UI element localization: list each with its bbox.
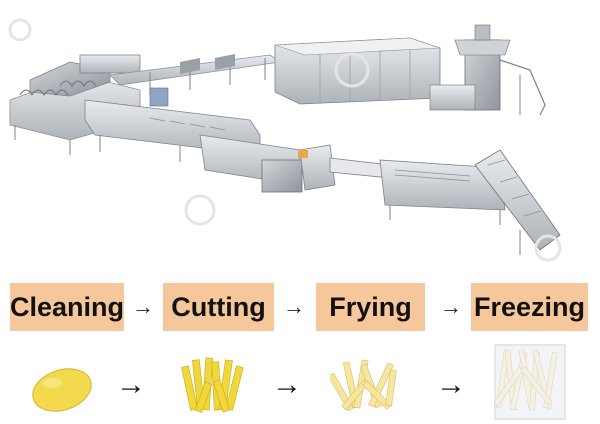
production-line-illustration bbox=[8, 18, 562, 262]
deoiling-section bbox=[379, 159, 506, 225]
frozen-fries-bag-icon bbox=[494, 344, 566, 420]
cut-potato-strips-icon bbox=[181, 357, 244, 413]
blanching-line-section bbox=[109, 54, 282, 95]
arrow-right-icon: → bbox=[272, 368, 302, 401]
whole-potato-icon bbox=[32, 368, 92, 412]
hoist-conveyor-section bbox=[474, 149, 561, 255]
step-freezing-label: Freezing bbox=[471, 283, 588, 331]
arrow-right-icon: → bbox=[440, 294, 462, 319]
frying-section bbox=[199, 134, 391, 193]
arrow-right-icon: → bbox=[283, 294, 305, 319]
fried-fries-icon bbox=[330, 359, 397, 412]
arrow-right-icon: → bbox=[436, 368, 466, 401]
step-cleaning-label: Cleaning bbox=[10, 283, 124, 331]
arrow-right-icon: → bbox=[132, 294, 154, 319]
arrow-right-icon: → bbox=[116, 368, 146, 401]
step-cutting-label: Cutting bbox=[163, 283, 274, 331]
step-frying-label: Frying bbox=[316, 283, 425, 331]
watermark-logo bbox=[8, 18, 562, 262]
tunnel-freezer-section bbox=[274, 37, 441, 105]
packing-machine-section bbox=[429, 24, 546, 116]
